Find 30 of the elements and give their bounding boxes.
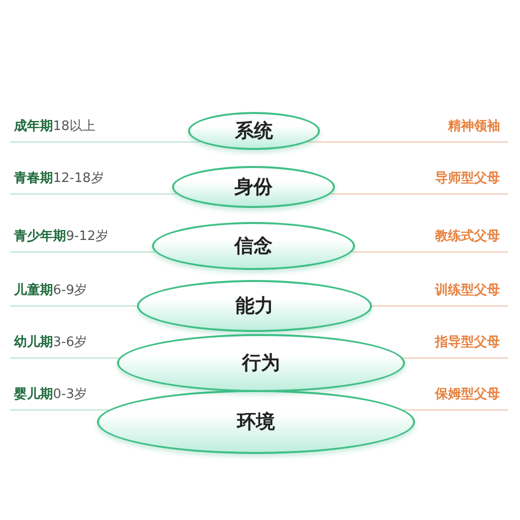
connector-line [10, 141, 200, 143]
stage-label: 成年期18以上 [14, 118, 96, 136]
stage-label: 幼儿期3-6岁 [14, 334, 88, 352]
connector-line [10, 357, 120, 359]
connector-line [330, 193, 508, 195]
parent-role-label: 保姆型父母 [435, 386, 500, 404]
layer-ellipse: 系统 [188, 112, 320, 150]
parent-role-label: 指导型父母 [435, 334, 500, 352]
layer-ellipse: 身份 [172, 166, 335, 208]
stage-label: 婴儿期0-3岁 [14, 386, 88, 404]
connector-line [308, 141, 508, 143]
connector-line [352, 251, 508, 253]
stage-label: 青少年期9-12岁 [14, 228, 109, 246]
parent-role-label: 导师型父母 [435, 170, 500, 188]
connector-line [402, 357, 508, 359]
connector-line [403, 409, 508, 411]
layer-ellipse: 信念 [152, 222, 355, 270]
layer-ellipse: 环境 [97, 390, 415, 454]
layer-ellipse: 行为 [117, 334, 405, 392]
parent-role-label: 教练式父母 [435, 228, 500, 246]
parent-role-label: 训练型父母 [435, 282, 500, 300]
connector-line [10, 409, 109, 411]
parent-role-label: 精神领袖 [448, 118, 500, 136]
connector-line [10, 305, 137, 307]
connector-line [10, 193, 177, 195]
layer-ellipse: 能力 [137, 280, 372, 332]
connector-line [10, 251, 156, 253]
connector-line [372, 305, 508, 307]
stage-label: 儿童期6-9岁 [14, 282, 88, 300]
stage-label: 青春期12-18岁 [14, 170, 104, 188]
